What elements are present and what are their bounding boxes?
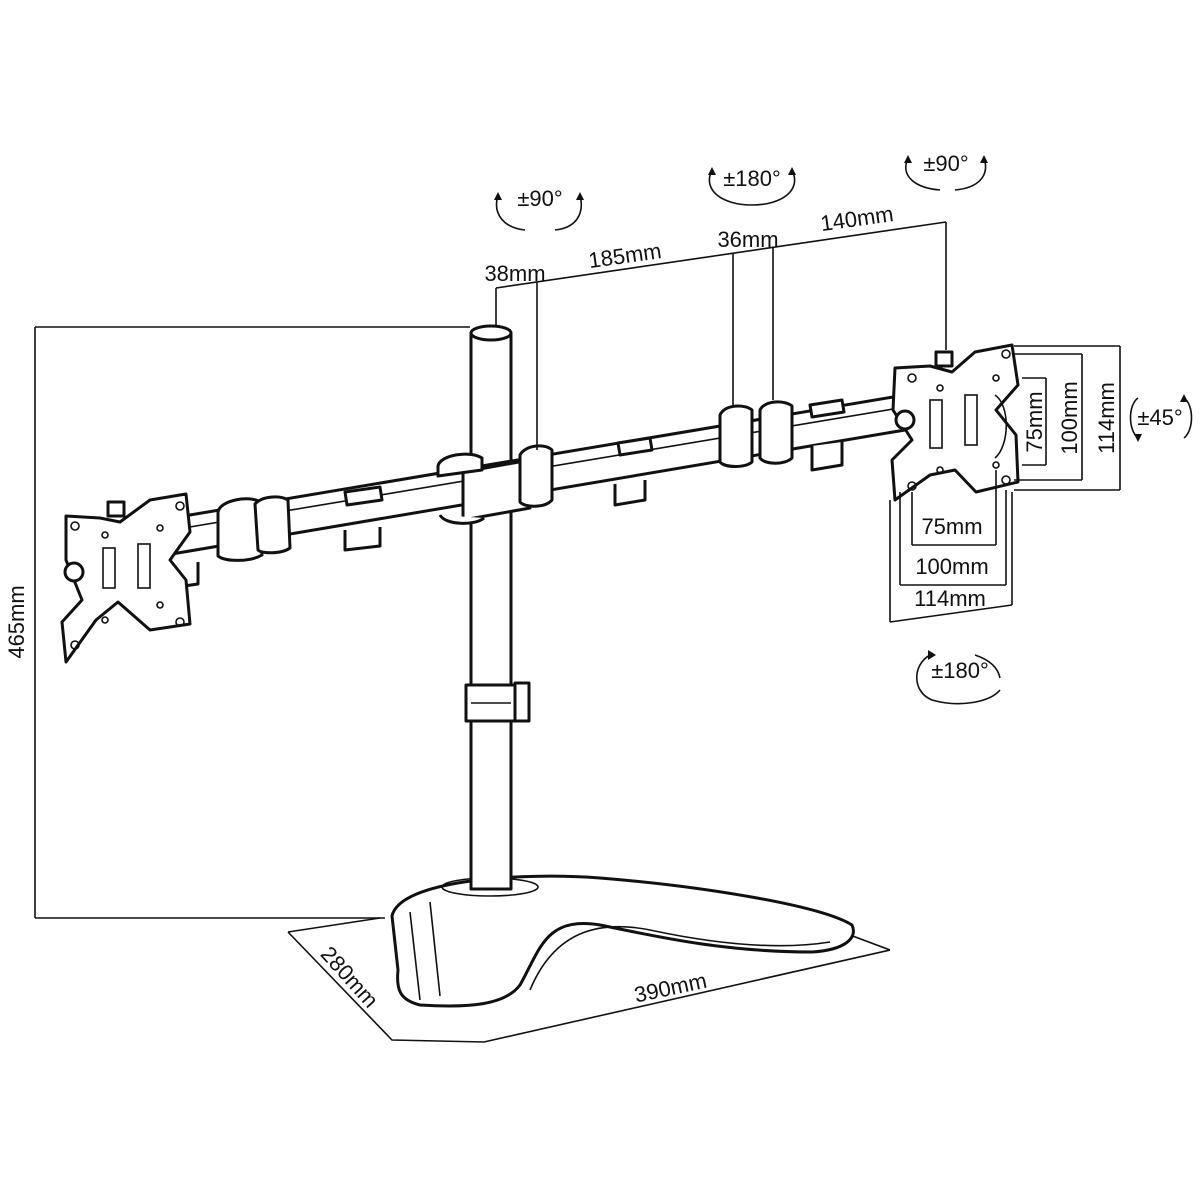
rotation-indicator-plate: ±45° [1129, 394, 1193, 442]
depth-label: 280mm [316, 941, 384, 1012]
rotation-indicator-tilt-right: ±90° [904, 151, 988, 191]
rotation-indicator-tilt-left: ±90° [494, 186, 584, 231]
dim-38mm: 38mm [484, 261, 545, 286]
base-footprint-outline [287, 917, 891, 1043]
arm-bar [158, 393, 907, 590]
dim-36mm: 36mm [717, 227, 778, 252]
rotation-label-tilt-right: ±90° [923, 151, 968, 176]
vesa-v75: 75mm [1022, 391, 1047, 452]
width-label: 390mm [632, 968, 709, 1008]
right-arm-joint [718, 404, 754, 468]
vesa-horizontal-dimensions [889, 470, 1013, 623]
vesa-v100: 100mm [1057, 381, 1082, 454]
dim-185mm: 185mm [587, 238, 663, 273]
rotation-label-plate: ±45° [1137, 405, 1182, 430]
stand-base [390, 874, 855, 1008]
height-label: 465mm [4, 585, 29, 658]
vesa-h114: 114mm [914, 586, 986, 611]
mid-arm-joint [518, 444, 554, 508]
vesa-h100: 100mm [915, 554, 988, 579]
arm-dimension-lines [495, 221, 947, 450]
height-dimension: 465mm [4, 326, 470, 919]
rotation-label-tilt-left: ±90° [517, 186, 562, 211]
left-vesa-plate [60, 492, 192, 664]
rotation-indicator-swivel-bottom: ±180° [916, 650, 1001, 705]
vesa-v114: 114mm [1094, 382, 1119, 454]
left-arm-joint [216, 497, 264, 562]
right-vesa-plate [890, 343, 1020, 502]
rotation-label-swivel-mid: ±180° [723, 166, 781, 191]
vesa-h75: 75mm [921, 514, 982, 539]
rotation-label-swivel-bottom: ±180° [931, 658, 989, 683]
vesa-vertical-dimensions [1014, 345, 1121, 491]
rotation-indicator-swivel-mid: ±180° [708, 166, 796, 206]
stand-pole [464, 324, 531, 891]
